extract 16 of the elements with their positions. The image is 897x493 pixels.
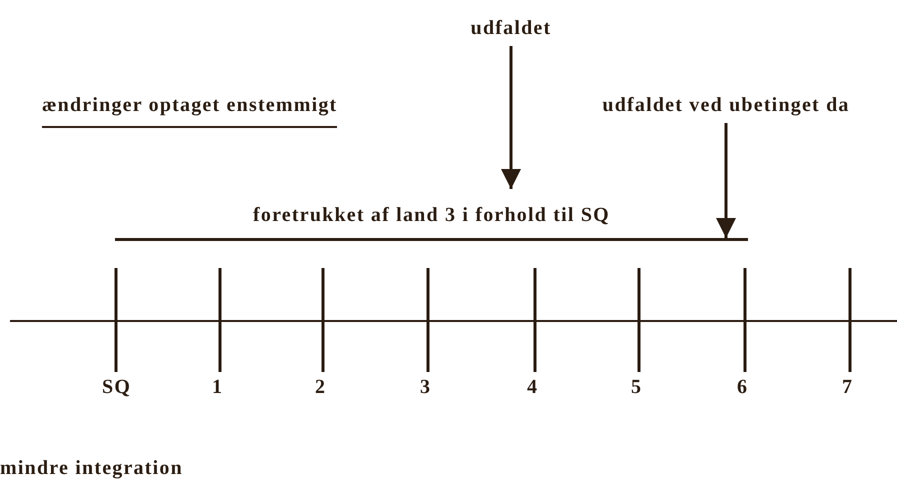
horizontal-bar bbox=[115, 238, 748, 241]
underlined-heading: ændringer optaget enstemmigt bbox=[42, 93, 338, 117]
tick-label: 5 bbox=[631, 375, 642, 399]
tick-label: 6 bbox=[737, 375, 748, 399]
text-label: foretrukket af land 3 i forhold til SQ bbox=[115, 203, 748, 227]
tick-label: 4 bbox=[527, 375, 538, 399]
tick-label: 3 bbox=[420, 375, 432, 399]
arrow bbox=[501, 46, 521, 189]
text-label: udfaldet bbox=[461, 16, 561, 40]
tick-label: SQ bbox=[102, 375, 132, 399]
tick-label: 1 bbox=[212, 375, 224, 399]
text-label: udfaldet ved ubetinget da bbox=[556, 93, 896, 117]
tick-label: 2 bbox=[315, 375, 326, 399]
tick-label: 7 bbox=[842, 375, 854, 399]
axis-end-label: mindre integration bbox=[0, 456, 183, 480]
arrow bbox=[716, 123, 736, 238]
